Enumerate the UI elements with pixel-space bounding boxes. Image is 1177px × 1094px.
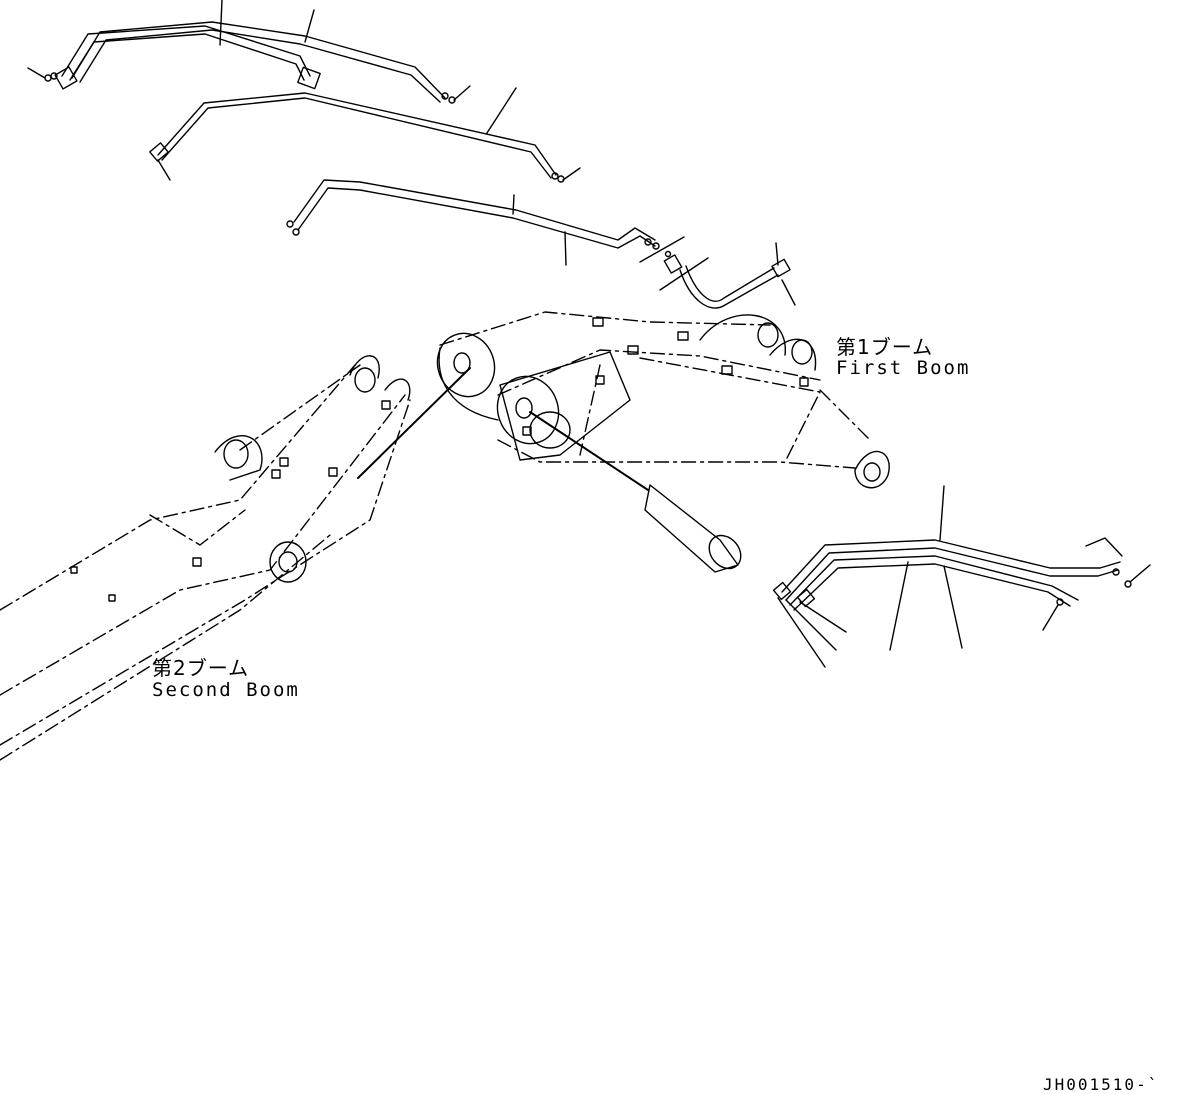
first-boom-label-en: First Boom xyxy=(836,357,971,379)
hydraulic-pipe-1 xyxy=(27,0,471,104)
boom-pin xyxy=(357,367,742,573)
figure-code: JH001510-` xyxy=(1043,1075,1160,1094)
second-boom-label-en: Second Boom xyxy=(152,679,300,701)
hydraulic-hose xyxy=(659,242,796,309)
second-boom xyxy=(0,355,411,761)
first-boom-label-jp: 第1ブーム xyxy=(836,335,934,359)
first-boom xyxy=(436,311,890,489)
second-boom-label-jp: 第2ブーム xyxy=(152,656,250,680)
hydraulic-pipe-3 xyxy=(286,179,685,266)
hydraulic-pipe-2 xyxy=(149,87,581,183)
hydraulic-pipe-4 xyxy=(772,485,1151,668)
